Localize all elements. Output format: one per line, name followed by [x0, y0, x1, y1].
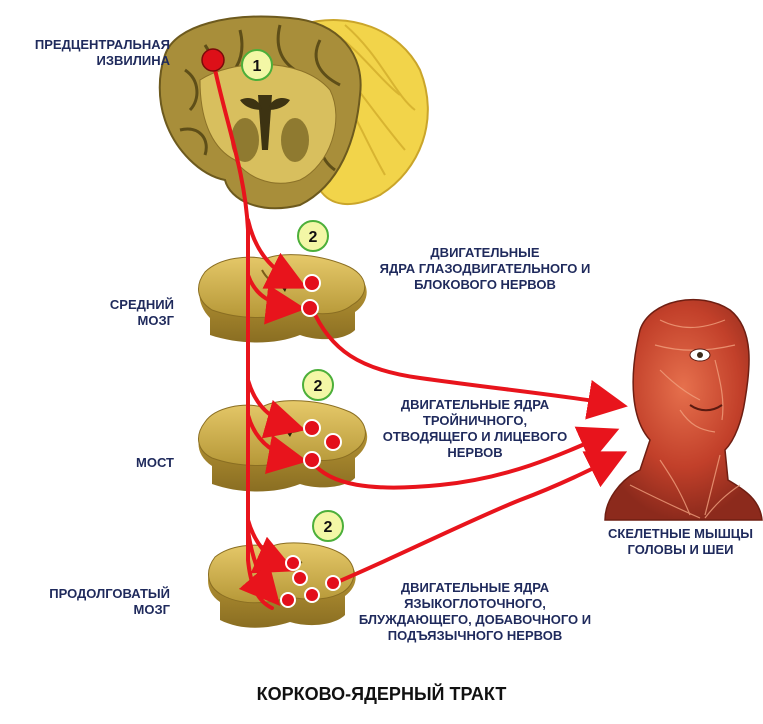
- label-pons: МОСТ: [80, 455, 174, 471]
- badge-2-medulla: 2: [313, 511, 343, 541]
- label-nuclei-midbrain: ДВИГАТЕЛЬНЫЕ ЯДРА ГЛАЗОДВИГАТЕЛЬНОГО И Б…: [370, 245, 600, 293]
- nucleus-dot-medulla-5: [281, 593, 295, 607]
- nucleus-dot-medulla-4: [305, 588, 319, 602]
- tract-medulla-to-muscles: [335, 455, 620, 583]
- label-nuclei-pons: ДВИГАТЕЛЬНЫЕ ЯДРА ТРОЙНИЧНОГО, ОТВОДЯЩЕГ…: [370, 397, 580, 461]
- badge-2-midbrain: 2: [298, 221, 328, 251]
- label-midbrain: СРЕДНИЙ МОЗГ: [80, 297, 174, 329]
- badge-1: 1: [242, 50, 272, 80]
- badge-2-pons-text: 2: [314, 378, 323, 395]
- nucleus-dot-pons-1: [304, 420, 320, 436]
- diagram-title: КОРКОВО-ЯДЕРНЫЙ ТРАКТ: [0, 684, 763, 705]
- pons-slice: [199, 401, 368, 492]
- midbrain-slice: [199, 255, 367, 343]
- brain-section: [160, 17, 428, 209]
- nucleus-dot-medulla-1: [286, 556, 300, 570]
- tract-midbrain-to-muscles: [312, 308, 620, 405]
- badge-2-pons: 2: [303, 370, 333, 400]
- nucleus-dot-midbrain-1: [304, 275, 320, 291]
- nucleus-dot-pons-3: [304, 452, 320, 468]
- nucleus-dot-midbrain-2: [302, 300, 318, 316]
- nucleus-dot-pons-2: [325, 434, 341, 450]
- label-skeletal-muscles: СКЕЛЕТНЫЕ МЫШЦЫ ГОЛОВЫ И ШЕИ: [598, 526, 763, 558]
- nucleus-dot-medulla-3: [326, 576, 340, 590]
- badge-2-midbrain-text: 2: [309, 229, 318, 246]
- nucleus-dot-medulla-2: [293, 571, 307, 585]
- label-precentral-gyrus: ПРЕДЦЕНТРАЛЬНАЯ ИЗВИЛИНА: [10, 37, 170, 69]
- label-nuclei-medulla: ДВИГАТЕЛЬНЫЕ ЯДРА ЯЗЫКОГЛОТОЧНОГО, БЛУЖД…: [345, 580, 605, 644]
- badge-1-text: 1: [253, 58, 262, 75]
- head-neck-muscles-image: [605, 300, 762, 520]
- label-medulla: ПРОДОЛГОВАТЫЙ МОЗГ: [30, 586, 170, 618]
- upper-motor-neuron-dot: [202, 49, 224, 71]
- badge-2-medulla-text: 2: [324, 519, 333, 536]
